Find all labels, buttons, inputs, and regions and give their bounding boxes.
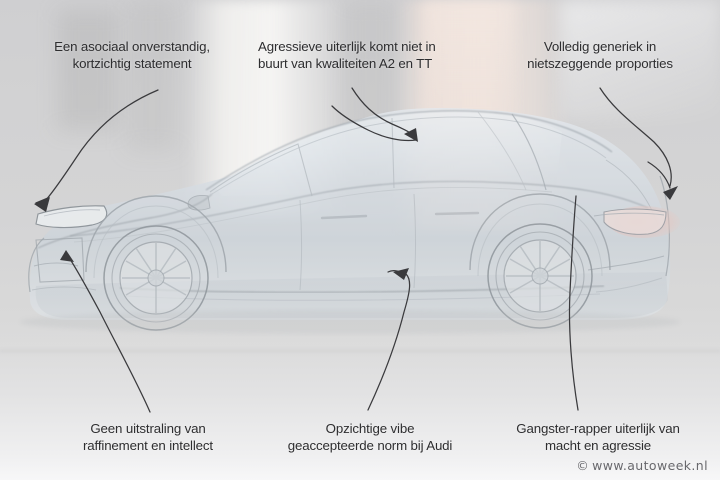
car-door-line-rear xyxy=(413,193,416,289)
car-front-wheel-arch xyxy=(85,195,227,273)
arrowhead-bottom-left-fill xyxy=(60,250,74,262)
car-front-wheel xyxy=(85,195,227,331)
car-rear-wheel-arch-2 xyxy=(477,203,603,277)
leader-line-top-left xyxy=(43,89,159,203)
leader-line-bottom-right xyxy=(568,195,579,411)
car-taillight xyxy=(603,208,667,235)
annotation-text-top-right: Volledig generiek in nietszeggende propo… xyxy=(527,39,673,71)
leader-line-top-right xyxy=(599,87,672,187)
car-b-pillar xyxy=(391,117,395,189)
car-headlight-inner xyxy=(43,209,101,217)
car-body-group xyxy=(20,108,680,334)
car-rear-wheel-arch xyxy=(469,193,611,271)
car-door-line-front xyxy=(299,199,302,291)
annotation-leaders xyxy=(34,87,678,413)
annotation-text-top-left: Een asociaal onverstandig, kortzichtig s… xyxy=(54,39,210,71)
leader-line-bottom-center-hook xyxy=(387,270,405,275)
car-rear-bumper xyxy=(587,255,665,271)
car-roofline xyxy=(205,110,613,191)
car-glass-area xyxy=(214,109,562,196)
car-roofline-2 xyxy=(211,116,607,195)
leader-line-top-right-2 xyxy=(647,161,671,189)
background-ground-line xyxy=(0,350,720,352)
car-rear-wheel xyxy=(469,193,611,329)
car-door-handle-front xyxy=(320,214,368,220)
annotation-text-bottom-right: Gangster-rapper uiterlijk van macht en a… xyxy=(516,421,680,453)
background-window-right xyxy=(560,0,720,120)
arrowhead-top-left-fill xyxy=(34,197,50,212)
car-ground-shadow xyxy=(20,310,680,334)
car-rear-diffuser xyxy=(595,277,663,293)
arrowhead-top-right-fill xyxy=(663,186,678,200)
car-c-pillar xyxy=(511,113,547,191)
annotation-text-bottom-center: Opzichtige vibe geaccepteerde norm bij A… xyxy=(287,421,453,453)
car-door-handle-rear xyxy=(434,211,480,216)
car-taillight-bar xyxy=(593,212,665,217)
background-doorway-left-2 xyxy=(128,0,176,150)
car-bumper-intake xyxy=(33,262,79,267)
car-rear-quarter-glass xyxy=(477,111,527,191)
annotation-text-top-center: Agressieve uiterlijk komt niet in buurt … xyxy=(258,39,436,71)
copyright-icon: © xyxy=(576,458,590,473)
background-ground xyxy=(0,320,720,480)
car-bumper-lower xyxy=(31,286,97,291)
leader-line-bottom-center xyxy=(367,273,411,411)
leader-line-bottom-left xyxy=(67,255,151,413)
watermark-text: www.autoweek.nl xyxy=(592,458,708,473)
leader-line-top-center-tail xyxy=(331,105,417,142)
annotation-text-bottom-left: Geen uitstraling van raffinement en inte… xyxy=(83,421,213,453)
car-front-wheel-arch-2 xyxy=(93,205,219,279)
arrowhead-top-center-fill xyxy=(404,128,418,142)
car-beltline xyxy=(69,180,649,237)
watermark: © www.autoweek.nl xyxy=(576,458,708,473)
background-doorway-left xyxy=(58,10,118,130)
car-a-pillar xyxy=(209,143,313,197)
car-beltline-2 xyxy=(73,186,553,243)
car-grille xyxy=(35,237,85,283)
car-nose-edge xyxy=(28,237,45,293)
